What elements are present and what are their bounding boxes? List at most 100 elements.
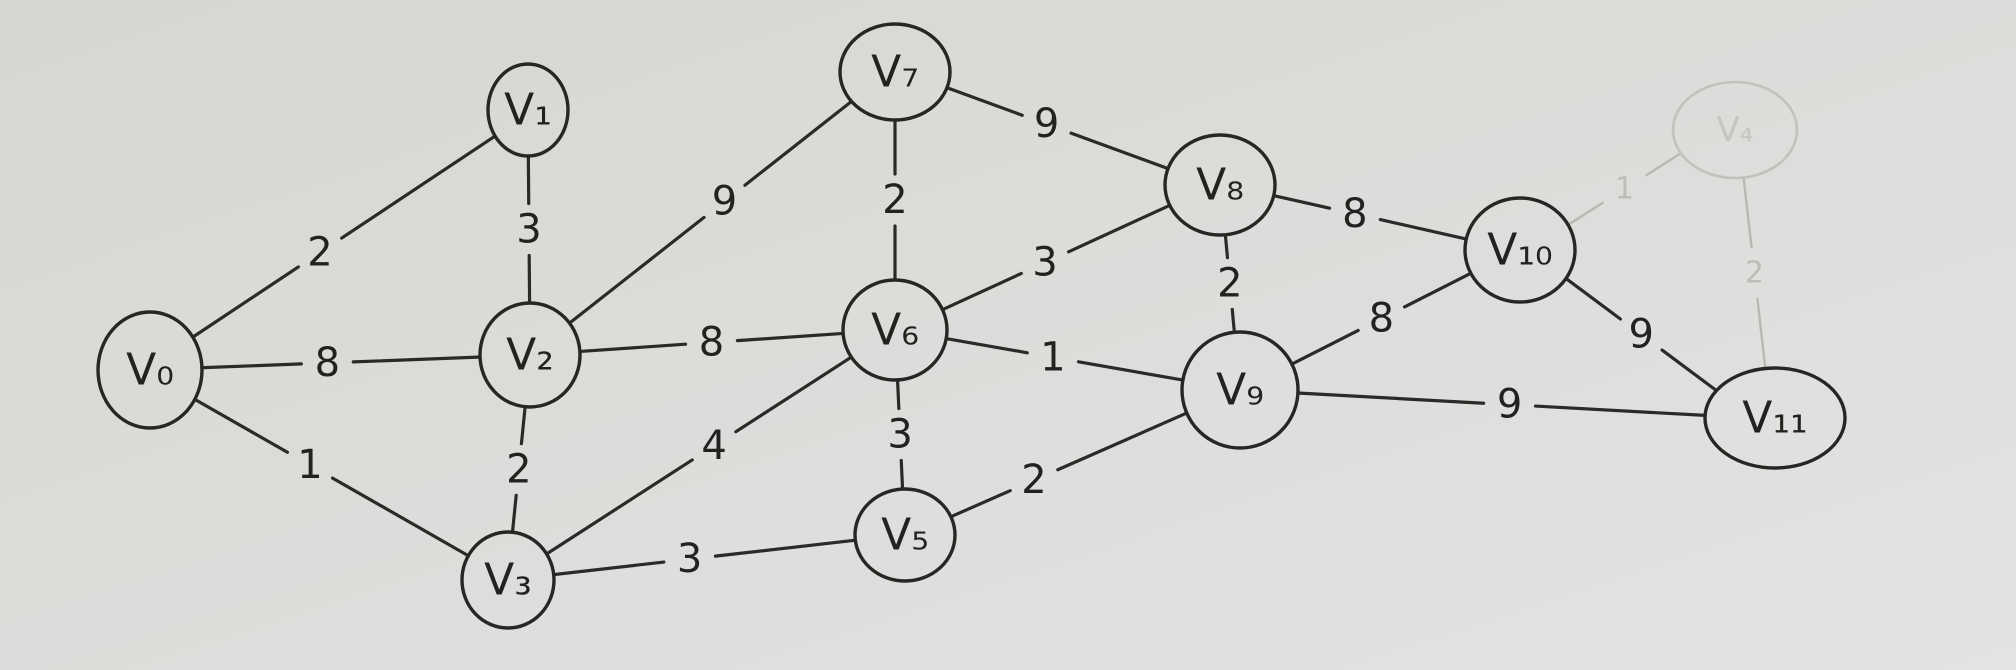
node-v4: V₄ bbox=[1671, 80, 1799, 180]
node-v11: V₁₁ bbox=[1703, 366, 1847, 470]
edge-weight-v9-v11: 9 bbox=[1497, 382, 1522, 428]
edge-v9-v11-segment-a bbox=[1298, 391, 1486, 405]
node-v1: V₁ bbox=[486, 62, 570, 158]
node-v1-label: V₁ bbox=[504, 85, 552, 136]
edge-weight-v6-v9: 1 bbox=[1040, 334, 1065, 380]
edge-v7-v8-segment-b bbox=[1069, 131, 1168, 170]
weights-layer: 2 8 1 3 2 9 8 4 3 2 9 3 1 3 2 2 8 8 9 9 1 2 bbox=[297, 101, 1764, 582]
edge-v6-v9-segment-b bbox=[1076, 360, 1183, 382]
node-v5-circle bbox=[853, 487, 957, 583]
node-v8: V₈ bbox=[1163, 133, 1277, 237]
edge-weight-v3-v6: 4 bbox=[701, 423, 726, 469]
edge-weight-v0-v2: 8 bbox=[315, 340, 340, 386]
edge-weight-v10-v11: 9 bbox=[1629, 312, 1654, 358]
node-v2-circle bbox=[478, 301, 582, 409]
node-v11-circle bbox=[1703, 366, 1847, 470]
node-v8-label: V₈ bbox=[1196, 160, 1244, 211]
node-v6-label: V₆ bbox=[871, 305, 919, 356]
edge-v8-v9-segment-a bbox=[1223, 235, 1230, 260]
node-v3: V₃ bbox=[460, 530, 556, 630]
edge-v2-v7-segment-b bbox=[743, 101, 852, 187]
edges-layer bbox=[192, 86, 1767, 576]
edge-weight-v8-v9: 2 bbox=[1217, 261, 1242, 307]
edge-v2-v7-segment-a bbox=[569, 215, 706, 324]
edge-v0-v2-segment-a bbox=[202, 362, 303, 370]
node-v9-label: V₉ bbox=[1216, 365, 1264, 416]
edge-v3-v6-segment-a bbox=[546, 458, 694, 555]
edge-v9-v11-segment-b bbox=[1533, 404, 1705, 417]
edge-v5-v9-segment-a bbox=[951, 489, 1012, 518]
edge-v10-v4-segment-a bbox=[1568, 201, 1604, 225]
node-v5: V₅ bbox=[853, 487, 957, 583]
edge-v6-v5-segment-a bbox=[896, 380, 901, 411]
node-v0: V₀ bbox=[96, 310, 204, 430]
edge-v3-v5-segment-a bbox=[554, 560, 666, 576]
edge-weight-v8-v10: 8 bbox=[1342, 191, 1367, 237]
edge-v7-v8-segment-a bbox=[947, 86, 1024, 117]
node-v0-circle bbox=[96, 310, 204, 430]
node-v2: V₂ bbox=[478, 301, 582, 409]
edge-weight-v2-v7: 9 bbox=[712, 178, 737, 224]
edge-v9-v10-segment-a bbox=[1292, 328, 1360, 365]
node-v9-circle bbox=[1180, 330, 1300, 450]
edge-weight-v0-v3: 1 bbox=[297, 442, 322, 488]
node-v1-circle bbox=[486, 62, 570, 158]
node-v3-label: V₃ bbox=[484, 555, 532, 606]
edge-v2-v6-segment-b bbox=[735, 331, 843, 343]
node-v3-circle bbox=[460, 530, 556, 630]
nodes-layer: V₀ V₁ V₂ V₃ V₅ V₆ V₇ V₈ V₉ V₁₀ V₁₁ V₄ bbox=[96, 22, 1847, 630]
node-v2-label: V₂ bbox=[506, 330, 554, 381]
edge-v2-v3-segment-b bbox=[511, 493, 518, 532]
edge-v6-v8-segment-a bbox=[942, 271, 1023, 311]
node-v7: V₇ bbox=[838, 22, 952, 122]
node-v10-circle bbox=[1463, 196, 1577, 304]
node-v10-label: V₁₀ bbox=[1487, 225, 1552, 276]
edge-v2-v3-segment-a bbox=[519, 407, 527, 446]
node-v4-circle bbox=[1671, 80, 1799, 180]
edge-v8-v9-segment-b bbox=[1230, 307, 1236, 332]
edge-v6-v8-segment-b bbox=[1066, 204, 1170, 254]
edge-v9-v10-segment-b bbox=[1402, 272, 1471, 309]
node-v9: V₉ bbox=[1180, 330, 1300, 450]
node-v10: V₁₀ bbox=[1463, 196, 1577, 304]
edge-v0-v1-segment-a bbox=[192, 265, 300, 338]
node-v6-circle bbox=[841, 278, 949, 382]
edge-weight-v9-v10: 8 bbox=[1369, 296, 1394, 342]
node-v6: V₆ bbox=[841, 278, 949, 382]
node-v7-circle bbox=[838, 22, 952, 122]
edge-v0-v1-segment-b bbox=[340, 135, 495, 240]
node-v4-label: V₄ bbox=[1717, 110, 1754, 150]
edge-v4-v11-segment-b bbox=[1756, 297, 1767, 368]
node-v11-label: V₁₁ bbox=[1742, 393, 1807, 444]
edge-v10-v11-segment-a bbox=[1565, 278, 1622, 321]
edge-v6-v9-segment-a bbox=[946, 337, 1029, 355]
edge-v6-v5-segment-b bbox=[899, 458, 905, 489]
edge-weight-v0-v1: 2 bbox=[307, 230, 332, 276]
edge-v0-v2-segment-b bbox=[351, 355, 480, 364]
edge-weight-v7-v6: 2 bbox=[882, 177, 907, 223]
edge-weight-v5-v9: 2 bbox=[1021, 457, 1046, 503]
node-v8-circle bbox=[1163, 133, 1277, 237]
edge-v0-v3-segment-b bbox=[330, 476, 469, 557]
node-v7-label: V₇ bbox=[871, 47, 919, 98]
edge-weight-v6-v8: 3 bbox=[1032, 240, 1057, 286]
edge-v3-v5-segment-b bbox=[713, 538, 855, 558]
edge-weight-v2-v6: 8 bbox=[699, 319, 724, 365]
edge-v10-v4-segment-b bbox=[1645, 153, 1681, 177]
edge-weight-v3-v5: 3 bbox=[677, 536, 702, 582]
edge-weight-v10-v4: 1 bbox=[1615, 172, 1634, 207]
edge-v2-v6-segment-a bbox=[580, 342, 688, 353]
edge-v8-v10-segment-b bbox=[1378, 218, 1466, 241]
edge-weight-v2-v3: 2 bbox=[506, 446, 531, 492]
edge-v4-v11-segment-a bbox=[1742, 178, 1753, 249]
edge-v3-v6-segment-b bbox=[734, 356, 852, 434]
edge-weight-v1-v2: 3 bbox=[516, 207, 541, 253]
edge-v8-v10-segment-a bbox=[1274, 194, 1332, 210]
edge-weight-v7-v8: 9 bbox=[1034, 101, 1059, 147]
edge-weight-v6-v5: 3 bbox=[887, 411, 912, 457]
edge-v0-v3-segment-a bbox=[194, 398, 290, 454]
edge-weight-v4-v11: 2 bbox=[1745, 256, 1764, 291]
node-v0-label: V₀ bbox=[126, 345, 174, 396]
